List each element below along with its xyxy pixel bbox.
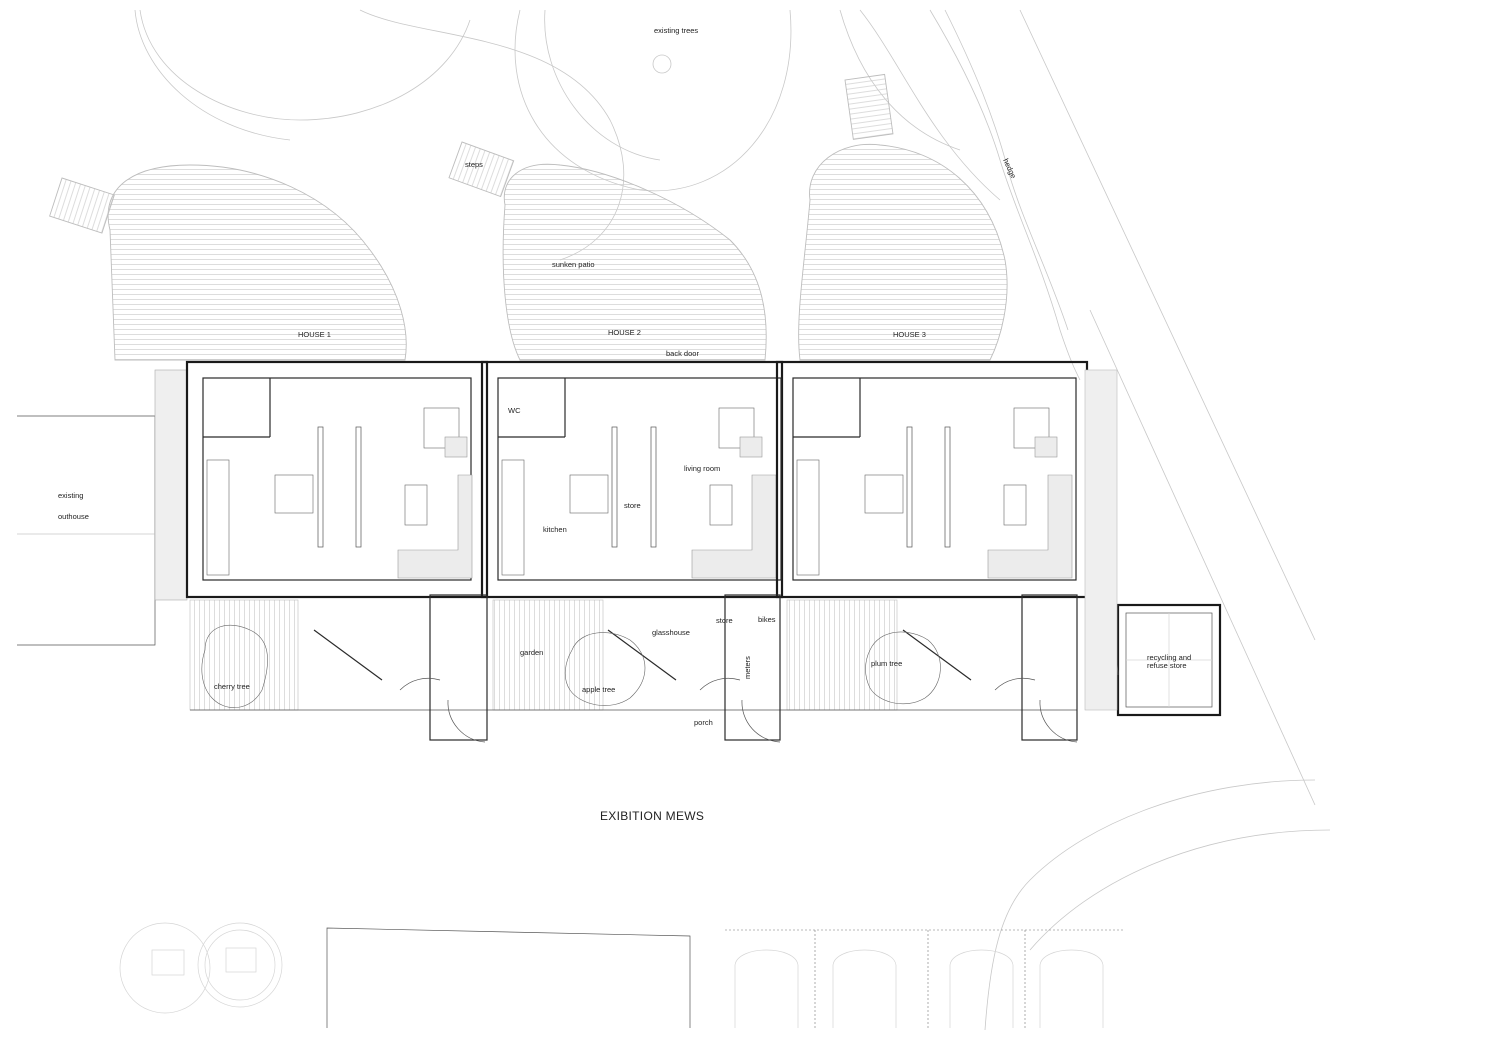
- plan-labels: existing trees steps hedge sunken patio …: [58, 26, 1191, 823]
- label-meters: meters: [743, 656, 752, 679]
- label-existing: existing: [58, 491, 83, 500]
- house-2: [480, 360, 784, 599]
- front-gardens: [189, 594, 1078, 743]
- hedge-boundary: [929, 9, 1331, 1031]
- label-store-inner: store: [624, 501, 641, 510]
- label-apple-tree: apple tree: [582, 685, 615, 694]
- label-hedge: hedge: [1001, 157, 1018, 180]
- label-store-front: store: [716, 616, 733, 625]
- front-trees: [201, 624, 941, 708]
- label-porch: porch: [694, 718, 713, 727]
- sunken-patio-areas: [107, 143, 1008, 361]
- label-house-3: HOUSE 3: [893, 330, 926, 339]
- label-wc: WC: [508, 406, 521, 415]
- label-steps: steps: [465, 160, 483, 169]
- label-back-door: back door: [666, 349, 699, 358]
- label-living-room: living room: [684, 464, 720, 473]
- steps: [49, 73, 894, 234]
- label-outhouse: outhouse: [58, 512, 89, 521]
- label-recycling-1: recycling and: [1147, 653, 1191, 662]
- house-3: [775, 360, 1089, 599]
- label-sunken-patio: sunken patio: [552, 260, 595, 269]
- label-kitchen: kitchen: [543, 525, 567, 534]
- label-bikes: bikes: [758, 615, 776, 624]
- label-street-name: EXIBITION MEWS: [600, 809, 704, 823]
- label-house-1: HOUSE 1: [298, 330, 331, 339]
- label-garden: garden: [520, 648, 543, 657]
- recycling-refuse-store: [1084, 369, 1222, 717]
- label-cherry-tree: cherry tree: [214, 682, 250, 691]
- label-glasshouse: glasshouse: [652, 628, 690, 637]
- label-recycling-2: refuse store: [1147, 661, 1187, 670]
- label-plum-tree: plum tree: [871, 659, 902, 668]
- existing-outhouse: [17, 369, 188, 646]
- label-existing-trees: existing trees: [654, 26, 698, 35]
- house-1: [185, 360, 489, 599]
- bottom-context: [119, 922, 1125, 1028]
- label-house-2: HOUSE 2: [608, 328, 641, 337]
